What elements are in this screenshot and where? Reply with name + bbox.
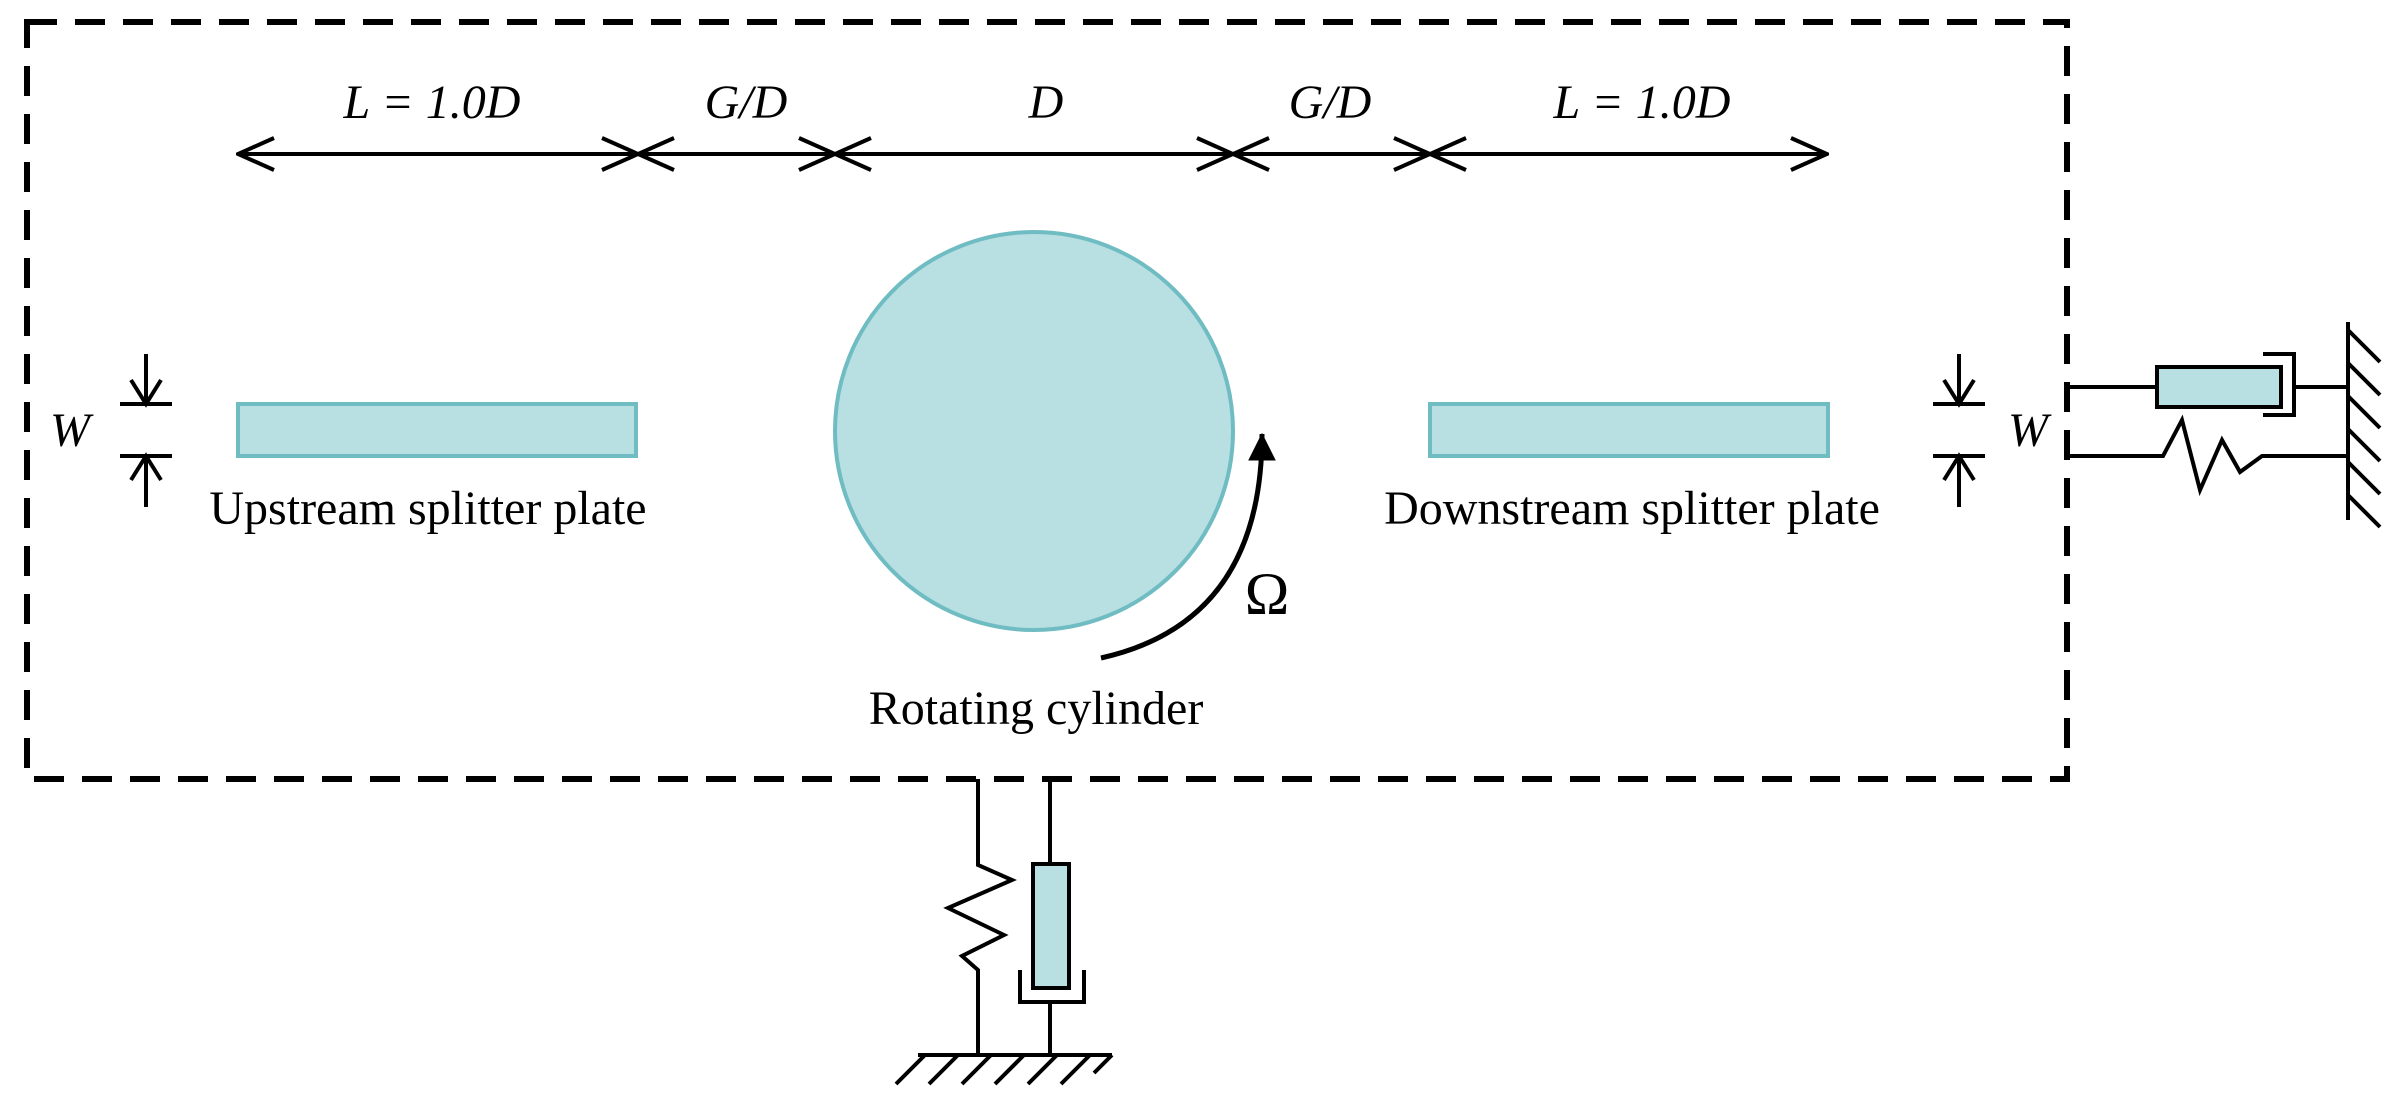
gap-right-label: G/D (1289, 76, 1372, 129)
downstream-length-label: L = 1.0D (1553, 76, 1731, 129)
rotation-symbol: Ω (1245, 561, 1290, 627)
diameter-label: D (1028, 76, 1064, 129)
upstream-splitter-plate (236, 402, 638, 458)
system-boundary-box (24, 19, 2070, 782)
plate-width-label-right: W (2008, 404, 2052, 457)
upstream-plate-label: Upstream splitter plate (209, 482, 646, 535)
upstream-length-label: L = 1.0D (343, 76, 521, 129)
gap-left-label: G/D (705, 76, 788, 129)
vertical-support-spring-damper-icon (943, 779, 1086, 1055)
cylinder-label: Rotating cylinder (869, 682, 1204, 735)
plate-width-label-left: W (50, 404, 94, 457)
downstream-splitter-plate (1428, 402, 1830, 458)
downstream-plate-label: Downstream splitter plate (1384, 482, 1880, 535)
rotating-cylinder (833, 230, 1235, 632)
plate-width-marker-right (1933, 354, 1985, 507)
floor-ground-hatch-icon (894, 1053, 1114, 1086)
wall-ground-hatch-icon (2346, 322, 2382, 529)
horizontal-support-spring-damper-icon (2067, 352, 2348, 497)
plate-width-marker-left (120, 354, 172, 507)
rotation-arrow-icon (1100, 432, 1276, 661)
